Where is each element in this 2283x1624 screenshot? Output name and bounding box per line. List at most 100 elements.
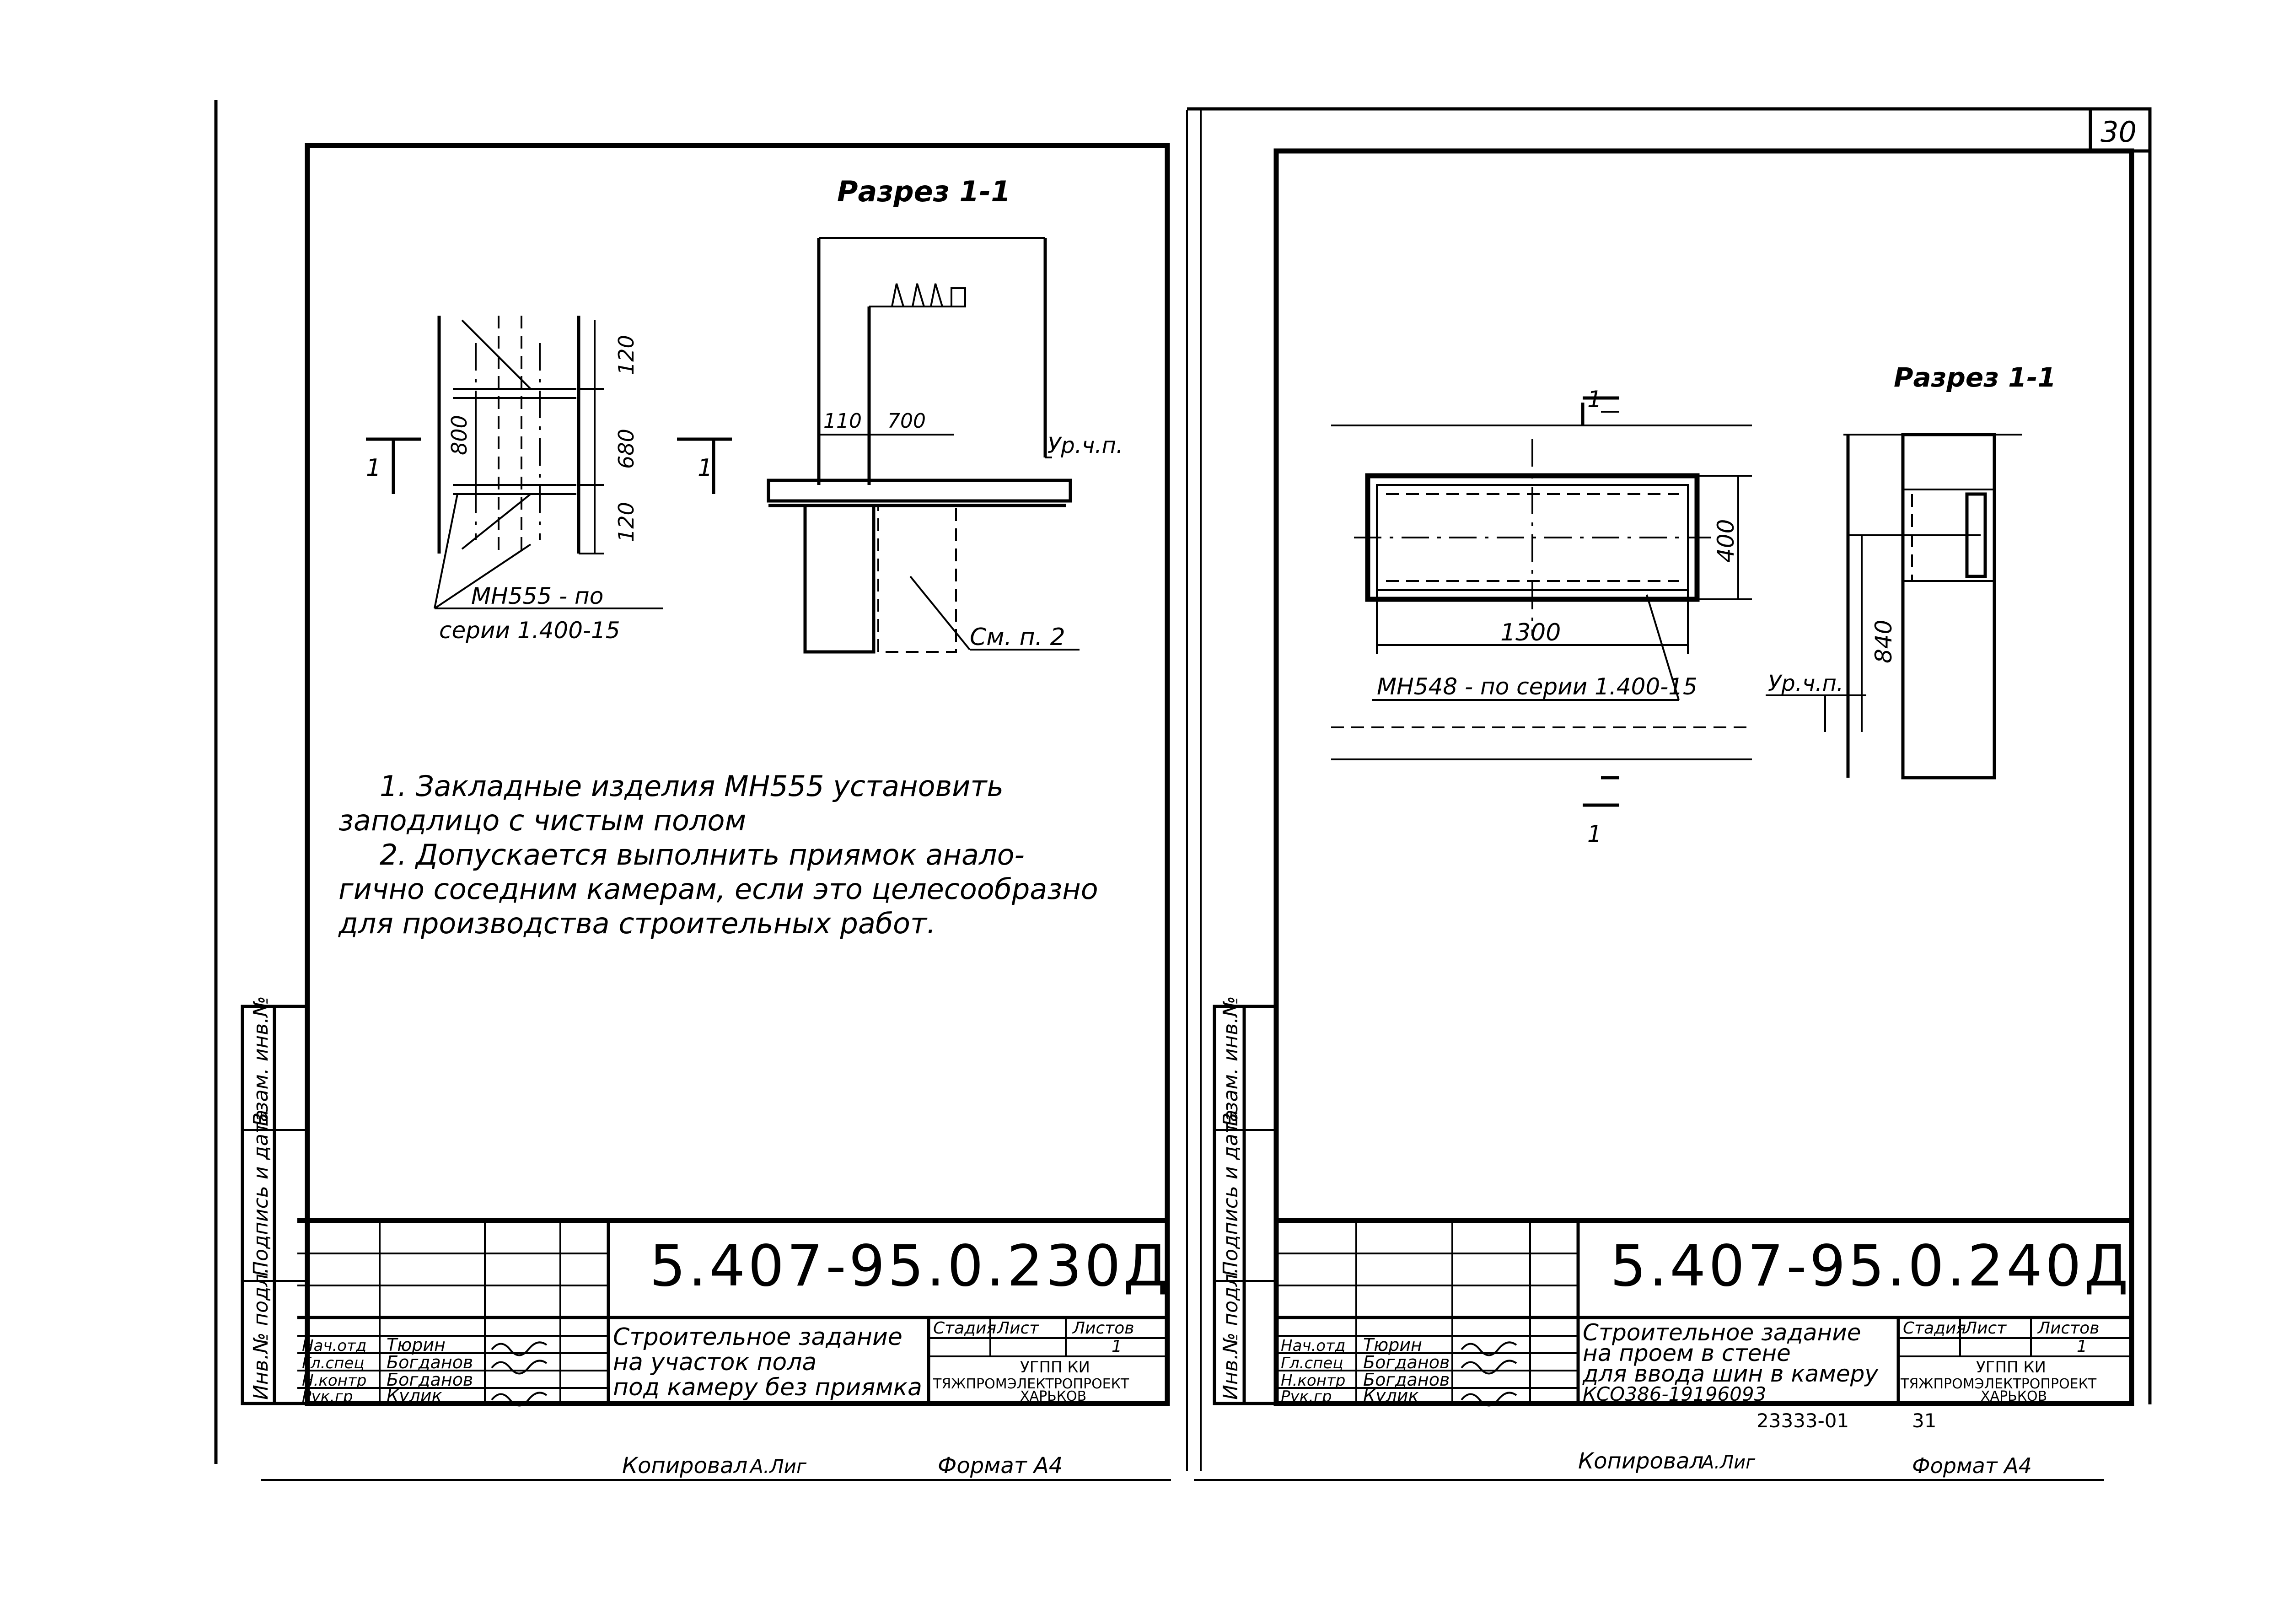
archive-number: 23333-01 bbox=[1757, 1409, 1849, 1432]
see-note: См. п. 2 bbox=[970, 624, 1065, 651]
right-org-2: ТЯЖПРОМЭЛЕКТРОПРОЕКТ bbox=[1900, 1376, 2097, 1392]
dim-680: 680 bbox=[614, 429, 639, 469]
right-title-line-1: Строительное задание bbox=[1583, 1319, 1861, 1346]
embed-label-right: МН548 - по серии 1.400-15 bbox=[1377, 673, 1697, 700]
left-format: Формат А4 bbox=[938, 1453, 1063, 1479]
dim-700: 700 bbox=[887, 409, 926, 433]
signature-r4 bbox=[1461, 1392, 1517, 1407]
left-notes: 1. Закладные изделия МН555 установить за… bbox=[338, 769, 1098, 940]
signature-r2 bbox=[1461, 1360, 1517, 1375]
left-org-2: ТЯЖПРОМЭЛЕКТРОПРОЕКТ bbox=[933, 1376, 1129, 1392]
right-col-sheets: Листов bbox=[2037, 1319, 2099, 1338]
right-section-view: Разрез 1-1 840 Ур.ч.п. bbox=[1766, 362, 2056, 780]
left-footer: Копировал А.Лиг Формат А4 bbox=[261, 1453, 1171, 1481]
left-doc-code: 5.407-95.0.230Д bbox=[650, 1233, 1171, 1299]
floor-level-right: Ур.ч.п. bbox=[1768, 671, 1843, 696]
side-stamp-sign: Подпись и дата bbox=[249, 1110, 273, 1276]
left-org-1: УГПП КИ bbox=[1020, 1358, 1090, 1377]
left-name-3: Богданов bbox=[387, 1370, 473, 1390]
left-section-view: Разрез 1-1 110 700 Ур.ч.п. См. п. 2 bbox=[767, 175, 1123, 654]
note-line-2: заподлицо с чистым полом bbox=[338, 804, 746, 837]
left-role-4: Рук.гр bbox=[302, 1387, 353, 1406]
left-name-4: Кулик bbox=[387, 1386, 442, 1406]
right-role-3: Н.контр bbox=[1281, 1371, 1345, 1390]
right-title-block: 5.407-95.0.240Д Строительное задание на … bbox=[1276, 1218, 2132, 1407]
right-footer: 23333-01 31 Копировал А.Лиг Формат А4 bbox=[1194, 1409, 2104, 1481]
page-number: 30 bbox=[2100, 115, 2137, 149]
right-org-1: УГПП КИ bbox=[1976, 1358, 2046, 1377]
note-line-4: гично соседним камерам, если это целесоо… bbox=[338, 872, 1098, 906]
left-sheets-value: 1 bbox=[1112, 1337, 1122, 1356]
dim-120-top: 120 bbox=[614, 335, 639, 375]
left-section-title: Разрез 1-1 bbox=[837, 175, 1010, 208]
right-name-2: Богданов bbox=[1363, 1352, 1450, 1372]
left-org-3: ХАРЬКОВ bbox=[1020, 1388, 1086, 1404]
left-title-line-2: на участок пола bbox=[613, 1349, 817, 1376]
right-marker-top: 1 bbox=[1587, 386, 1602, 413]
signature-4 bbox=[491, 1392, 548, 1407]
right-copied: Копировал bbox=[1578, 1448, 1703, 1474]
right-doc-code: 5.407-95.0.240Д bbox=[1610, 1233, 2131, 1299]
right-col-sheet: Лист bbox=[1964, 1319, 2007, 1338]
left-sheet-frame bbox=[305, 143, 1170, 1406]
right-role-2: Гл.спец bbox=[1281, 1354, 1343, 1372]
dim-840: 840 bbox=[1870, 620, 1897, 663]
right-side-stamp: Инв.№ подл. Подпись и дата Взам. инв.№ bbox=[1213, 996, 1278, 1405]
right-sheets-value: 1 bbox=[2077, 1337, 2087, 1356]
dim-400: 400 bbox=[1713, 519, 1739, 563]
archive-sheet: 31 bbox=[1912, 1409, 1936, 1432]
dim-120-bottom: 120 bbox=[614, 502, 639, 542]
embed-label-1: МН555 - по bbox=[471, 583, 603, 609]
left-col-sheet: Лист bbox=[996, 1319, 1039, 1338]
left-title-line-3: под камеру без приямка bbox=[613, 1374, 922, 1401]
left-copied: Копировал bbox=[622, 1453, 747, 1479]
right-sheet-frame bbox=[1273, 148, 2134, 1406]
note-line-3: 2. Допускается выполнить приямок анало- bbox=[380, 838, 1025, 871]
right-role-1: Нач.отд bbox=[1281, 1337, 1345, 1355]
signature-1 bbox=[491, 1341, 548, 1356]
right-org-3: ХАРЬКОВ bbox=[1981, 1388, 2047, 1404]
note-line-5: для производства строительных работ. bbox=[338, 907, 936, 940]
left-title-line-1: Строительное задание bbox=[613, 1323, 902, 1351]
right-copied-name: А.Лиг bbox=[1700, 1452, 1756, 1473]
right-sheet: Инв.№ подл. Подпись и дата Взам. инв.№ 1… bbox=[1194, 148, 2134, 1481]
right-title-line-2: на проем в стене bbox=[1583, 1340, 1791, 1366]
right-stamp-inv: Инв.№ подл. bbox=[1219, 1267, 1242, 1400]
right-col-stage: Стадия bbox=[1903, 1319, 1966, 1338]
left-sheet: Инв.№ подл. Подпись и дата Взам. инв.№ 8 bbox=[241, 143, 1171, 1481]
dim-110: 110 bbox=[823, 409, 862, 433]
floor-level-left: Ур.ч.п. bbox=[1047, 433, 1123, 458]
right-role-4: Рук.гр bbox=[1281, 1387, 1332, 1406]
note-line-1: 1. Закладные изделия МН555 установить bbox=[380, 769, 1004, 803]
right-marker-bottom: 1 bbox=[1587, 821, 1602, 847]
right-section-title: Разрез 1-1 bbox=[1894, 362, 2056, 393]
right-stamp-sign: Подпись и дата bbox=[1219, 1110, 1242, 1276]
page-number-box: 30 bbox=[2089, 107, 2152, 153]
right-title-line-3: для ввода шин в камеру bbox=[1582, 1361, 1879, 1387]
left-col-sheets: Листов bbox=[1072, 1319, 1134, 1338]
left-side-stamp: Инв.№ подл. Подпись и дата Взам. инв.№ bbox=[241, 996, 309, 1405]
signature-2 bbox=[491, 1360, 548, 1375]
left-title-block: 5.407-95.0.230Д Строительное задание на … bbox=[297, 1218, 1171, 1407]
side-stamp-replace: Взам. инв.№ bbox=[249, 996, 273, 1126]
left-name-1: Тюрин bbox=[387, 1335, 446, 1355]
embed-label-2: серии 1.400-15 bbox=[439, 617, 620, 644]
section-marker-right: 1 bbox=[698, 454, 713, 482]
left-plan-view: 800 120 680 120 1 1 МН555 - по серии 1.4… bbox=[366, 316, 732, 644]
right-name-1: Тюрин bbox=[1363, 1335, 1422, 1355]
side-stamp-inv: Инв.№ подл. bbox=[249, 1267, 273, 1400]
left-role-3: Н.контр bbox=[302, 1371, 366, 1390]
left-col-stage: Стадия bbox=[933, 1319, 996, 1338]
right-name-3: Богданов bbox=[1363, 1370, 1450, 1390]
left-name-2: Богданов bbox=[387, 1352, 473, 1372]
right-format: Формат А4 bbox=[1912, 1453, 2032, 1478]
left-copied-name: А.Лиг bbox=[749, 1455, 807, 1478]
signature-r1 bbox=[1461, 1341, 1517, 1356]
right-elevation-view: 1 1 400 1300 МН548 - по серии 1.400-15 bbox=[1331, 386, 1752, 847]
section-marker-left: 1 bbox=[366, 454, 381, 482]
right-name-4: Кулик bbox=[1363, 1386, 1418, 1406]
right-title-line-4: КСО386-19196093 bbox=[1583, 1383, 1766, 1405]
left-role-1: Нач.отд bbox=[302, 1337, 366, 1355]
dim-800: 800 bbox=[447, 415, 472, 455]
